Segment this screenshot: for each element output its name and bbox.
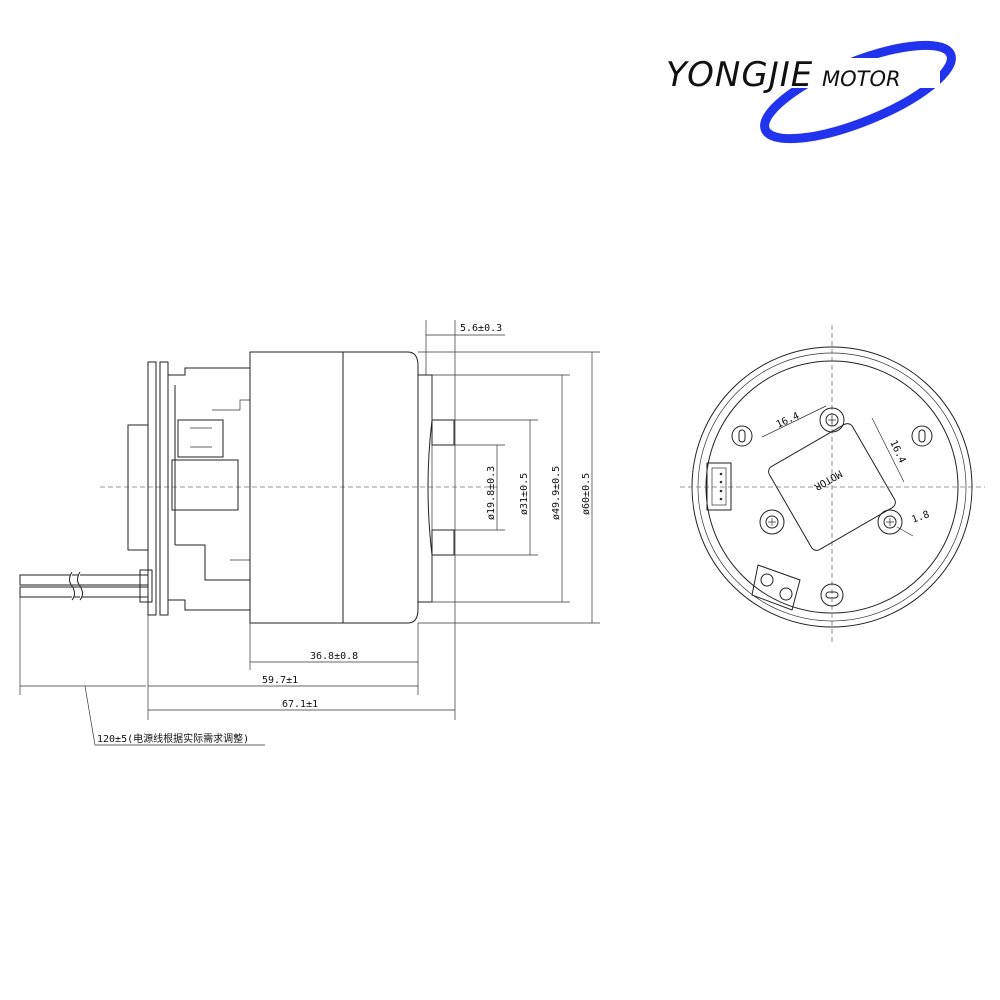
connector: [706, 462, 732, 511]
bearing-hatch: [431, 419, 455, 446]
terminal-block: [751, 564, 801, 611]
mount-slot: [731, 425, 753, 447]
logo-brand: YONGJIE: [666, 55, 813, 95]
dim-d1: ø19.8±0.3: [486, 466, 497, 520]
mount-slot: [820, 583, 844, 607]
dim-cable-length: 120±5(电源线根据实际需求调整): [97, 732, 249, 745]
end-view: MOTOR 16.4 16.4 1.8: [680, 325, 985, 645]
dim-d4: ø60±0.5: [581, 473, 592, 515]
dim-total-length: 67.1±1: [282, 699, 318, 710]
dim-c: 1.8: [910, 509, 931, 526]
bearing-hatch: [431, 529, 455, 556]
dim-d2: ø31±0.5: [519, 473, 530, 515]
front-cap: [418, 374, 433, 603]
screw: [877, 509, 903, 535]
logo-suffix: MOTOR: [822, 67, 901, 91]
side-view: 5.6±0.3 ø19.8±0.3 ø31±0.5 ø49.9±0.5 ø60±…: [19, 320, 600, 746]
dim-shaft-offset: 5.6±0.3: [460, 323, 502, 334]
dim-body-length: 36.8±0.8: [310, 651, 358, 662]
connector: [177, 419, 224, 458]
motor-body: [249, 351, 419, 624]
dim-length-to-face: 59.7±1: [262, 675, 298, 686]
dim-a: 16.4: [775, 411, 801, 431]
screw: [819, 407, 845, 433]
dim-d3: ø49.9±0.5: [551, 466, 562, 520]
screw: [759, 509, 785, 535]
yongjie-logo: YONGJIE MOTOR: [666, 40, 956, 144]
mount-slot: [911, 425, 933, 447]
label-text: MOTOR: [811, 467, 843, 492]
power-cable: [19, 569, 153, 603]
dim-b: 16.4: [887, 439, 907, 465]
end-view-dimensions: [761, 405, 914, 537]
dimensions: [19, 320, 600, 746]
